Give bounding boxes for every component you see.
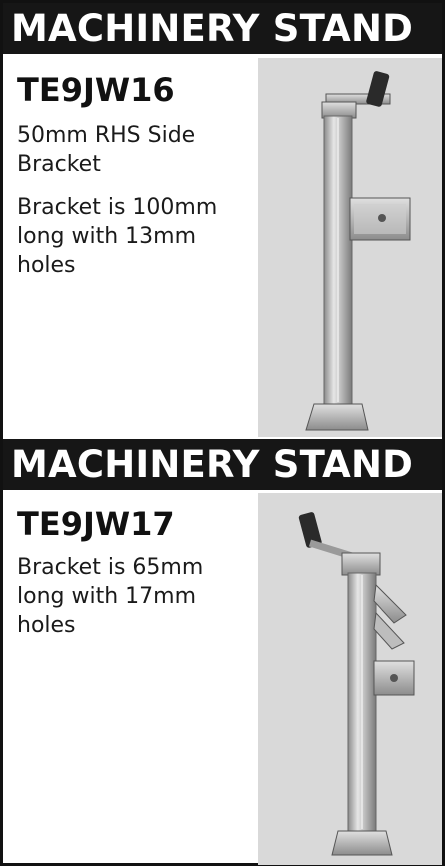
- model-number: TE9JW16: [17, 71, 175, 109]
- product-description: 50mm RHS Side Bracket: [17, 123, 196, 177]
- section-heading: MACHINERY STAND: [3, 3, 442, 54]
- product-description: Bracket is 100mm long with 13mm holes: [17, 195, 218, 278]
- product-description: Bracket is 65mm long with 17mm holes: [17, 555, 204, 638]
- swivel-bracket-jack-stand-icon: [298, 512, 415, 856]
- model-number: TE9JW17: [17, 505, 175, 543]
- section-heading: MACHINERY STAND: [3, 439, 442, 490]
- product-photo: [258, 58, 442, 437]
- product-photo: [258, 493, 442, 865]
- side-bracket-jack-stand-icon: [305, 71, 411, 431]
